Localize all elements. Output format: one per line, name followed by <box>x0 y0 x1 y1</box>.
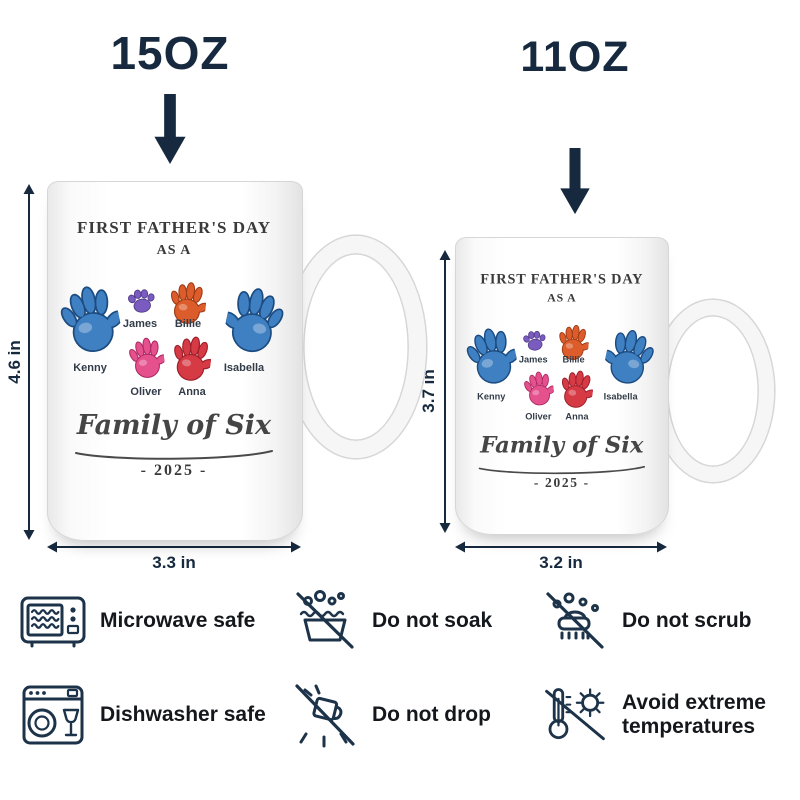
care-item-avoid-extreme-temperatures: Avoid extreme temperatures <box>540 682 782 748</box>
name-anna: Anna <box>565 412 589 423</box>
year-text: - 2025 - <box>140 462 208 479</box>
care-item-do-not-soak: Do not soak <box>290 590 540 652</box>
care-label: Do not scrub <box>622 608 752 632</box>
mug-11oz-design: FIRST FATHER'S DAY AS A James Billie Ken… <box>456 266 668 501</box>
handprint-oliver-icon <box>126 332 168 381</box>
name-james: James <box>122 318 158 330</box>
size-label-15oz: 15OZ <box>110 27 230 79</box>
do-not-scrub-icon <box>540 590 610 652</box>
handprint-anna-icon <box>169 329 216 384</box>
height-arrow-11oz <box>438 250 452 538</box>
pawprint-james-icon <box>124 284 159 317</box>
care-label: Dishwasher safe <box>100 702 266 726</box>
name-oliver: Oliver <box>525 412 552 423</box>
width-label-11oz: 3.2 in <box>539 553 583 572</box>
dimension-arrow-icon <box>439 250 451 533</box>
do-not-soak-icon <box>290 590 360 652</box>
height-label-15oz: 4.6 in <box>5 340 24 384</box>
name-isabella: Isabella <box>603 392 638 403</box>
design-title-line1: FIRST FATHER'S DAY <box>76 218 272 237</box>
flourish-icon <box>75 450 273 460</box>
flourish-icon <box>478 465 645 475</box>
name-billie: Billie <box>562 355 585 366</box>
handprint-isabella-icon <box>600 320 660 389</box>
name-isabella: Isabella <box>223 362 265 374</box>
mug-15oz-design: FIRST FATHER'S DAY AS A James Billie Ken… <box>48 212 300 492</box>
dimension-arrow-icon <box>47 541 301 553</box>
name-kenny: Kenny <box>73 362 107 374</box>
design-title-line2: AS A <box>156 243 192 258</box>
care-item-do-not-drop: Do not drop <box>290 682 540 748</box>
name-james: James <box>518 355 548 366</box>
handprint-isabella-icon <box>219 277 291 359</box>
care-instructions: Microwave safe Do not soak <box>18 590 782 748</box>
care-item-do-not-scrub: Do not scrub <box>540 590 782 652</box>
family-name-text: Family of Six <box>480 432 644 459</box>
height-arrow-15oz <box>22 184 36 545</box>
microwave-icon <box>18 594 88 648</box>
care-item-microwave-safe: Microwave safe <box>18 590 290 652</box>
care-label: Microwave safe <box>100 608 256 632</box>
pawprint-james-icon <box>520 326 549 354</box>
care-label: Avoid extreme temperatures <box>622 690 766 738</box>
handprint-anna-icon <box>557 365 596 411</box>
handprint-kenny-icon <box>53 275 127 360</box>
avoid-extreme-temperatures-icon <box>540 684 610 746</box>
dimension-arrow-icon <box>455 541 667 553</box>
down-arrow-icon <box>152 94 188 171</box>
do-not-drop-icon <box>290 682 360 748</box>
mug-15oz-handle <box>286 236 426 458</box>
care-label: Do not soak <box>372 608 493 632</box>
dishwasher-icon <box>18 684 88 746</box>
name-billie: Billie <box>174 318 202 330</box>
care-label: Do not drop <box>372 702 491 726</box>
design-title-line2: AS A <box>547 292 577 305</box>
handprint-oliver-icon <box>521 367 556 408</box>
care-item-dishwasher-safe: Dishwasher safe <box>18 682 290 748</box>
width-arrow-11oz <box>455 540 667 559</box>
name-anna: Anna <box>178 386 206 398</box>
mug-11oz-handle <box>652 300 774 482</box>
name-oliver: Oliver <box>130 386 162 398</box>
width-arrow-15oz <box>47 540 301 559</box>
mug-15oz-body: FIRST FATHER'S DAY AS A James Billie Ken… <box>47 181 303 541</box>
width-label-15oz: 3.3 in <box>152 553 196 572</box>
mug-11oz-body: FIRST FATHER'S DAY AS A James Billie Ken… <box>455 237 669 535</box>
family-name-text: Family of Six <box>76 410 272 441</box>
size-label-11oz: 11OZ <box>520 33 630 81</box>
name-kenny: Kenny <box>477 392 506 403</box>
down-arrow-icon <box>557 148 593 221</box>
design-title-line1: FIRST FATHER'S DAY <box>480 271 644 287</box>
year-text: - 2025 - <box>533 476 590 491</box>
dimension-arrow-icon <box>23 184 35 540</box>
